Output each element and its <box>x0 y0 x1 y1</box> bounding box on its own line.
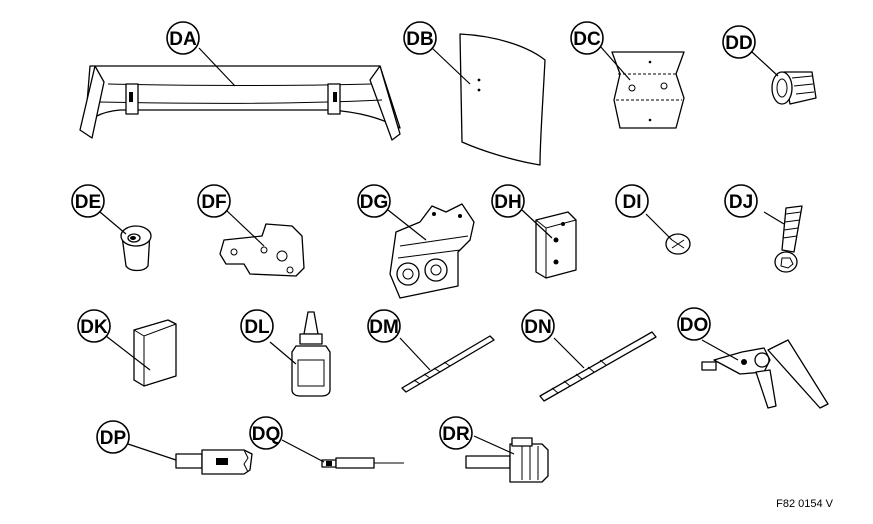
label-db-text: DB <box>406 29 433 50</box>
part-dg-bracket-grommets <box>387 203 475 299</box>
label-dn-text: DN <box>524 317 551 338</box>
label-dl-text: DL <box>244 317 270 338</box>
part-dn-drill-bit-large <box>539 331 657 402</box>
label-dm: DM <box>367 309 401 343</box>
label-df: DF <box>197 184 231 218</box>
label-di: DI <box>615 184 649 218</box>
part-dc-bracket <box>599 45 685 129</box>
label-dp-text: DP <box>100 428 127 449</box>
part-dk-foam-block <box>105 319 177 387</box>
label-dp: DP <box>96 420 130 454</box>
label-dk: DK <box>77 309 111 343</box>
label-dj-text: DJ <box>729 192 753 213</box>
label-dr-text: DR <box>442 424 470 445</box>
part-dr-chuck-adapter <box>465 435 549 483</box>
part-dl-adhesive-bottle <box>269 311 331 397</box>
label-dq-text: DQ <box>252 424 281 445</box>
label-de: DE <box>71 184 105 218</box>
label-dh: DH <box>491 184 525 218</box>
part-dd-rivet-nut <box>751 51 817 105</box>
part-dh-spacer-block <box>521 209 577 279</box>
label-dc-text: DC <box>573 29 601 50</box>
label-df-text: DF <box>201 192 226 213</box>
label-de-text: DE <box>75 192 101 213</box>
part-db-template <box>431 33 546 166</box>
label-dn: DN <box>521 309 555 343</box>
label-dr: DR <box>439 416 473 450</box>
label-dg: DG <box>357 184 391 218</box>
label-da: DA <box>166 21 200 55</box>
part-dj-socket-screw <box>763 205 803 273</box>
label-dl: DL <box>240 309 274 343</box>
label-dk-text: DK <box>80 317 108 338</box>
part-df-mounting-plate <box>219 209 305 277</box>
label-dm-text: DM <box>369 317 399 338</box>
label-dh-text: DH <box>494 192 521 213</box>
part-do-rivet-tool <box>701 339 829 409</box>
part-dm-drill-bit <box>399 335 495 393</box>
label-dj: DJ <box>724 184 758 218</box>
part-di-pan-screw <box>645 213 691 255</box>
figure-code: F82 0154 V <box>776 498 833 510</box>
label-dq: DQ <box>249 416 283 450</box>
part-dq-step-drill <box>281 439 404 469</box>
part-de-spacer-sleeve <box>99 211 152 272</box>
part-dp-hole-saw <box>127 443 253 475</box>
label-dd-text: DD <box>725 33 752 54</box>
label-do: DO <box>677 307 711 341</box>
label-do-text: DO <box>680 315 709 336</box>
label-da-text: DA <box>169 29 197 50</box>
label-db: DB <box>403 21 437 55</box>
label-dc: DC <box>570 21 604 55</box>
label-dg-text: DG <box>360 192 389 213</box>
label-dd: DD <box>722 25 756 59</box>
part-da-rear-spoiler <box>79 47 401 141</box>
label-di-text: DI <box>623 192 642 213</box>
